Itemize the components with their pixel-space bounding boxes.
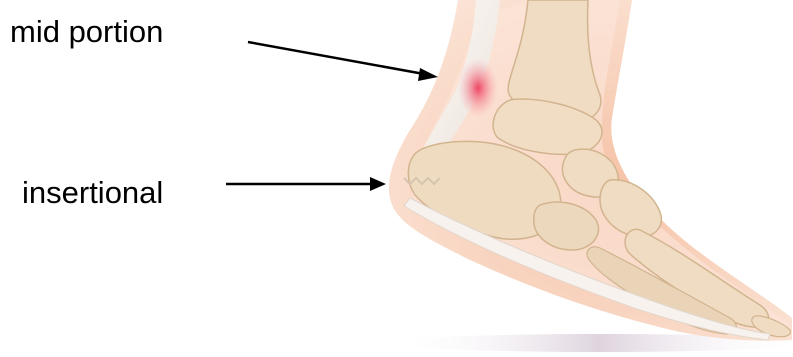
label-mid-portion: mid portion bbox=[10, 16, 163, 47]
arrow-mid-portion-icon bbox=[248, 42, 438, 81]
label-insertional: insertional bbox=[22, 177, 163, 208]
arrow-insertional-icon bbox=[226, 177, 386, 191]
inflammation-mid-portion bbox=[458, 58, 498, 118]
